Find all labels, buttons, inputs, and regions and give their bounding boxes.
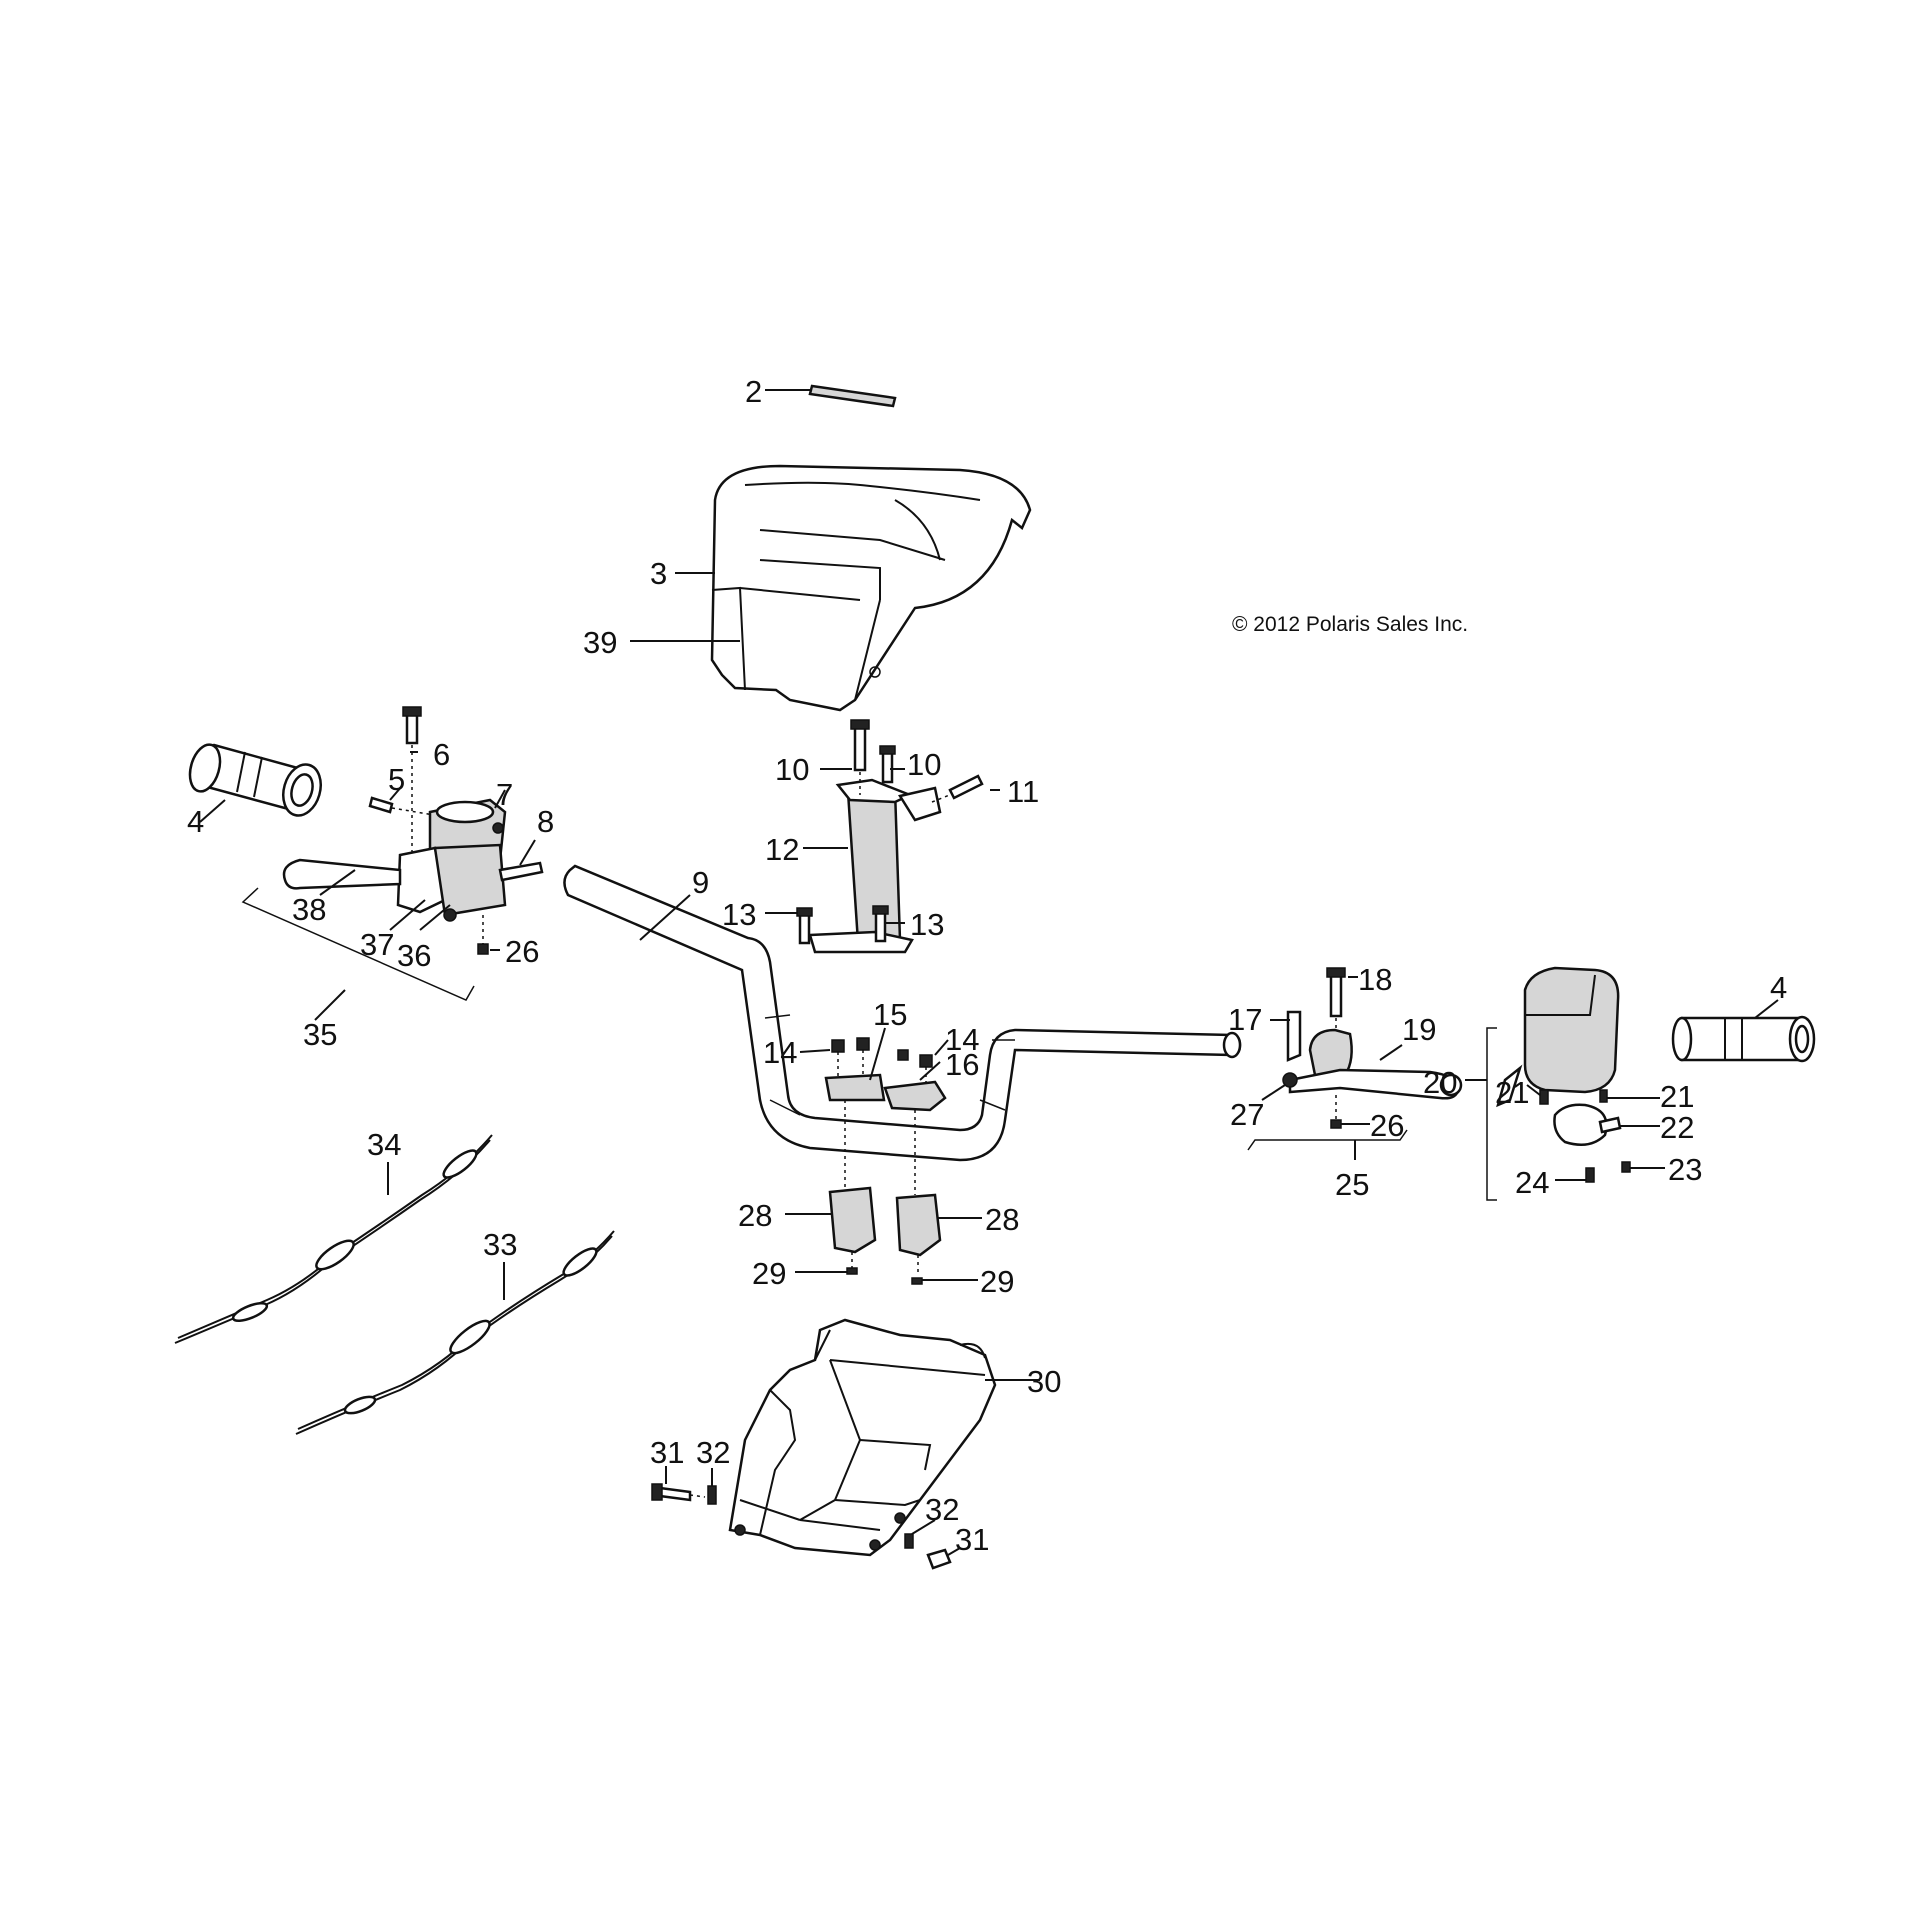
part-33-cable (295, 1230, 615, 1435)
callout-28-a: 28 (738, 1198, 772, 1233)
callout-31-a: 31 (650, 1435, 684, 1470)
callout-13-b: 13 (910, 907, 944, 942)
part-20-throttle-control (1486, 966, 1631, 1201)
callout-18: 18 (1358, 962, 1392, 997)
callout-39: 39 (583, 625, 617, 660)
part-35-left-brake-assembly (241, 706, 544, 1001)
part-2-clip (765, 384, 897, 408)
part-9-handlebar (563, 864, 1242, 1162)
callout-13-a: 13 (722, 897, 756, 932)
callout-26-right: 26 (1370, 1108, 1404, 1143)
callout-6: 6 (433, 737, 450, 772)
part-3-upper-cover (710, 464, 1032, 712)
callout-9: 9 (692, 865, 709, 900)
callout-11: 11 (1007, 774, 1039, 809)
callout-38: 38 (292, 892, 326, 927)
part-30-lower-cover (728, 1318, 997, 1557)
callout-4-right: 4 (1770, 970, 1787, 1005)
callout-16: 16 (945, 1047, 979, 1082)
callout-26-left: 26 (505, 934, 539, 969)
part-28-risers (828, 1186, 942, 1275)
callout-19: 19 (1402, 1012, 1436, 1047)
part-16-clamp (883, 1080, 947, 1112)
part-10-bolts (850, 719, 896, 795)
copyright-notice: © 2012 Polaris Sales Inc. (1232, 613, 1468, 636)
callout-12: 12 (765, 832, 799, 867)
callout-4-left: 4 (187, 804, 204, 839)
callout-32-b: 32 (925, 1492, 959, 1527)
part-14-bolts (831, 1037, 933, 1085)
callout-29-a: 29 (752, 1256, 786, 1291)
callout-3: 3 (650, 556, 667, 591)
callout-8: 8 (537, 804, 554, 839)
callout-17: 17 (1228, 1002, 1262, 1037)
callout-15: 15 (873, 997, 907, 1032)
callout-22: 22 (1660, 1110, 1694, 1145)
callout-30: 30 (1027, 1364, 1061, 1399)
callout-37: 37 (360, 927, 394, 962)
callout-35: 35 (303, 1017, 337, 1052)
callout-33: 33 (483, 1227, 517, 1262)
callout-23: 23 (1668, 1152, 1702, 1187)
callout-29-b: 29 (980, 1264, 1014, 1299)
callout-14-a: 14 (763, 1035, 797, 1070)
part-4-left-grip (188, 743, 322, 817)
callout-10-b: 10 (907, 747, 941, 782)
callout-21-b: 21 (1495, 1075, 1529, 1110)
part-31-screws (651, 1483, 952, 1570)
part-4-right-grip (1671, 1015, 1816, 1063)
part-25-right-lever-assembly (1247, 967, 1463, 1151)
callout-5: 5 (388, 762, 405, 797)
callout-27: 27 (1230, 1097, 1264, 1132)
callout-34: 34 (367, 1127, 401, 1162)
part-34-cable (174, 1134, 493, 1344)
callout-2: 2 (745, 374, 762, 409)
callout-36: 36 (397, 938, 431, 973)
callout-28-b: 28 (985, 1202, 1019, 1237)
callout-20: 20 (1423, 1065, 1457, 1100)
callout-24: 24 (1515, 1165, 1549, 1200)
part-29-nuts (846, 1267, 923, 1285)
callout-labels: 2 3 39 4 6 5 7 8 38 37 36 26 35 10 10 11… (187, 374, 1787, 1557)
callout-31-b: 31 (955, 1522, 989, 1557)
callout-25: 25 (1335, 1167, 1369, 1202)
callout-10-a: 10 (775, 752, 809, 787)
part-12-riser-bracket (808, 778, 942, 954)
callout-21-a: 21 (1660, 1079, 1694, 1114)
part-11-bolt (931, 774, 984, 803)
callout-14-b: 14 (945, 1022, 979, 1057)
part-15-clamp (824, 1073, 886, 1102)
callout-7: 7 (496, 777, 513, 812)
callout-32-a: 32 (696, 1435, 730, 1470)
